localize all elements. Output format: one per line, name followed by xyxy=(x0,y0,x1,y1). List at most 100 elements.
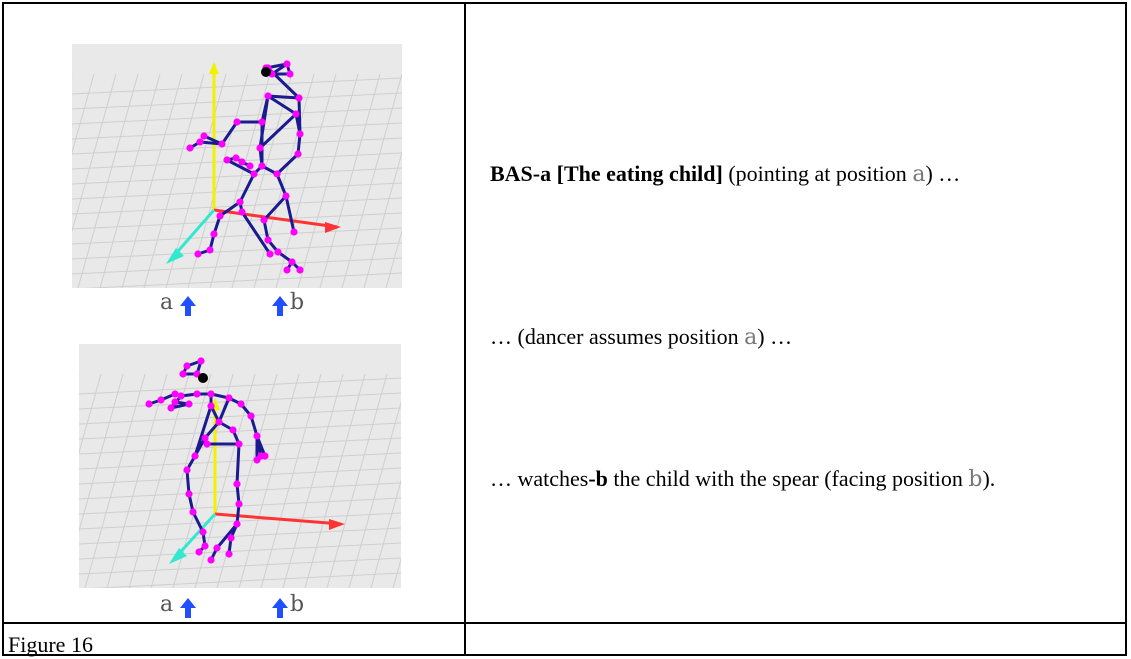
skeleton-joint xyxy=(247,412,255,420)
skeleton-joint xyxy=(233,520,241,528)
table-border-center xyxy=(464,2,466,656)
skeleton-joint xyxy=(235,440,243,448)
skeleton-joint xyxy=(227,534,235,542)
skeleton-joint xyxy=(210,230,218,238)
skeleton-bone xyxy=(262,194,288,222)
skeleton-joint xyxy=(232,154,240,162)
skeleton-bone xyxy=(191,511,205,533)
skeleton-joint xyxy=(197,357,205,365)
skeleton-joint xyxy=(201,434,209,442)
line3-bold: -b xyxy=(588,466,608,491)
bas-a-label: BAS-a [The eating child] xyxy=(490,161,723,186)
axis-y-head xyxy=(209,62,219,74)
table-border-middle xyxy=(2,622,1127,624)
line3-rest: the child with the spear (facing positio… xyxy=(607,466,969,491)
top-arrow-b-icon xyxy=(272,296,288,316)
skeleton-joint xyxy=(292,110,300,118)
bottom-arrow-a-icon xyxy=(180,598,196,618)
line2-position-letter: a xyxy=(744,325,758,350)
skeleton-joint xyxy=(196,138,204,146)
skeleton-joint xyxy=(253,432,261,440)
bottom-label-b: b xyxy=(290,592,305,617)
skeleton-joint xyxy=(264,236,272,244)
pose-panel-bottom xyxy=(79,344,401,588)
head-marker xyxy=(198,373,208,383)
skeleton-joint xyxy=(260,216,268,224)
skeleton-joint xyxy=(193,390,201,398)
skeleton-joint xyxy=(283,60,291,68)
skeleton-joint xyxy=(171,398,179,406)
skeleton-joint xyxy=(186,144,194,152)
line1-rest: (pointing at position xyxy=(722,161,913,186)
skeleton-joint xyxy=(233,118,241,126)
pose-panel-top xyxy=(72,44,402,288)
line2-start: … (dancer assumes position xyxy=(490,324,745,349)
skeleton-joint xyxy=(295,94,303,102)
skeleton-joint xyxy=(286,70,294,78)
skeleton-joint xyxy=(238,158,246,166)
top-label-b: b xyxy=(290,290,305,315)
axis-x xyxy=(214,512,342,526)
skeleton-joint xyxy=(225,394,233,402)
skeleton-joint xyxy=(250,170,258,178)
skeleton-joint xyxy=(235,500,243,508)
skeleton-joint xyxy=(179,370,187,378)
top-arrow-a-icon xyxy=(180,296,196,316)
skeleton-bone xyxy=(284,195,296,233)
head-marker xyxy=(261,67,271,77)
skeleton-bone xyxy=(275,152,300,176)
skeleton-bone xyxy=(235,443,241,485)
skeleton-bone xyxy=(267,94,297,116)
skeleton-joint xyxy=(218,140,226,148)
skeleton-joint xyxy=(206,246,214,254)
skeleton-bone xyxy=(238,173,256,203)
skeleton-joint xyxy=(183,466,191,474)
line2-end: ) … xyxy=(757,324,793,349)
skeleton-bone xyxy=(220,121,239,145)
skeleton-bone xyxy=(258,112,298,150)
skeleton-joint xyxy=(215,418,223,426)
skeleton-joint xyxy=(237,400,245,408)
line1-end: ) … xyxy=(925,161,961,186)
axis-x-head xyxy=(325,222,341,233)
bottom-label-a: a xyxy=(160,592,174,617)
skeleton-joint xyxy=(157,396,165,404)
skeleton-joint xyxy=(225,550,233,558)
skeleton-joint xyxy=(258,162,266,170)
skeleton-joint xyxy=(256,144,264,152)
skeleton-bone xyxy=(185,469,191,495)
skeleton-joint xyxy=(282,192,290,200)
skeleton-bone xyxy=(219,200,241,218)
skeleton-bone xyxy=(215,523,239,549)
skeleton-joint xyxy=(145,400,153,408)
skeleton-joint xyxy=(200,132,208,140)
axis-z-head xyxy=(166,248,184,264)
skeleton-joint xyxy=(274,248,282,256)
skeleton-joint xyxy=(195,548,203,556)
skeleton-joint xyxy=(183,362,191,370)
line1-position-letter: a xyxy=(912,162,926,187)
skeleton-joint xyxy=(288,258,296,266)
skeleton-joint xyxy=(171,390,179,398)
axis-x-head xyxy=(329,519,345,530)
skeleton-joint xyxy=(201,542,209,550)
table-border-left xyxy=(2,2,4,656)
skeleton-joint xyxy=(253,456,261,464)
skeleton-joint xyxy=(283,266,291,274)
skeleton-joint xyxy=(199,528,207,536)
text-line-2: … (dancer assumes position a) … xyxy=(490,323,792,352)
skeleton-bone xyxy=(193,405,213,457)
skeleton-joint xyxy=(203,440,211,448)
skeleton-joint xyxy=(223,156,231,164)
skeleton-joint xyxy=(296,130,304,138)
line3-start: … watches xyxy=(490,466,589,491)
skeleton-joint xyxy=(194,250,202,258)
skeleton-joint xyxy=(207,390,215,398)
skeleton-joint xyxy=(229,426,237,434)
skeleton-joint xyxy=(185,490,193,498)
skeleton-joint xyxy=(191,452,199,460)
skeleton-joint xyxy=(167,404,175,412)
axis-x xyxy=(213,208,338,229)
pose-render-bottom xyxy=(79,357,401,588)
